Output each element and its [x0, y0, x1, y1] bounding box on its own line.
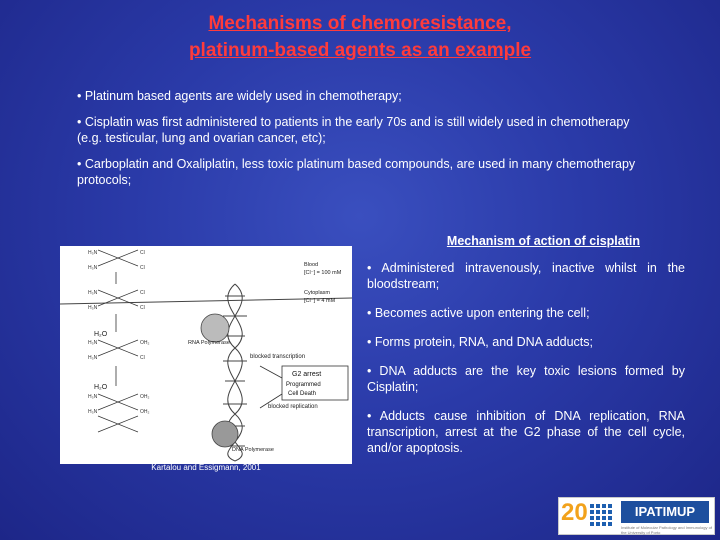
g2-arrest-label: G2 arrest [292, 371, 321, 378]
blocked-transcription-label: blocked transcription [250, 354, 305, 360]
intro-bullets: • Platinum based agents are widely used … [77, 88, 637, 198]
mechanism-point: • Administered intravenously, inactive w… [367, 261, 685, 291]
svg-text:OH₂: OH₂ [140, 409, 150, 415]
dna-pol-label: DNA Polymerase [232, 447, 274, 453]
svg-text:H₃N: H₃N [88, 394, 98, 400]
mechanism-point: • Becomes active upon entering the cell; [367, 306, 590, 320]
cytoplasm-label: Cytoplasm [304, 290, 330, 296]
cytoplasm-conc: [Cl⁻] = 4 mM [304, 298, 336, 304]
cell-membrane [60, 297, 352, 305]
cisplatin-mechanism-figure: H₃N Cl H₃N Cl H₃N Cl H₃N Cl H₃N OH₂ H₃N Cl H₃N… [60, 246, 352, 464]
mechanism-diagram: H₃N Cl H₃N Cl H₃N Cl H₃N Cl H₃N OH₂ H₃N Cl H₃N… [60, 249, 352, 462]
mechanism-title: Mechanism of action of cisplatin [446, 234, 640, 248]
logo-tagline: Institute of Molecular Pathology and Imm… [621, 525, 712, 535]
svg-text:H₃N: H₃N [88, 250, 98, 256]
g2-arrest-box [281, 365, 349, 401]
svg-text:Cl: Cl [140, 250, 145, 256]
programmed-label: Programmed [286, 382, 321, 388]
svg-text:H₃N: H₃N [88, 265, 98, 271]
h2o-label-2: H₂O [94, 384, 108, 391]
mechanism-point: • DNA adducts are the key toxic lesions … [367, 364, 685, 394]
rna-polymerase-blob [200, 313, 230, 343]
logo-number: 20 [561, 499, 588, 526]
svg-text:OH₂: OH₂ [140, 394, 150, 400]
svg-text:Cl: Cl [140, 355, 145, 361]
svg-text:H₃N: H₃N [88, 409, 98, 415]
intro-bullet: • Cisplatin was first administered to pa… [77, 115, 630, 145]
mechanism-points: • Administered intravenously, inactive w… [367, 260, 685, 469]
title-line-2: platinum-based agents as an example [188, 40, 532, 61]
intro-bullet: • Platinum based agents are widely used … [77, 89, 402, 103]
logo-brand: IPATIMUP [621, 501, 709, 523]
figure-credit: Kartalou and Essigmann, 2001 [151, 463, 261, 472]
blood-conc: [Cl⁻] = 100 mM [304, 270, 342, 276]
blocked-replication-label: blocked replication [268, 404, 318, 410]
svg-text:H₃N: H₃N [88, 340, 98, 346]
dna-polymerase-blob [211, 420, 239, 448]
svg-text:Cl: Cl [140, 290, 145, 296]
intro-bullet: • Carboplatin and Oxaliplatin, less toxi… [77, 157, 636, 187]
slide-title: Mechanisms of chemoresistance, platinum-… [0, 10, 720, 64]
svg-text:Cl: Cl [140, 265, 145, 271]
logo-dots-icon [589, 503, 617, 526]
h2o-label-1: H₂O [94, 331, 108, 338]
svg-text:OH₂: OH₂ [140, 340, 150, 346]
svg-text:H₃N: H₃N [88, 290, 98, 296]
title-line-1: Mechanisms of chemoresistance, [208, 13, 512, 34]
blood-label: Blood [304, 262, 318, 268]
cisplatin-structures [97, 249, 139, 433]
ipatimup-logo: 20 IPATIMUP Institute of Molecular Patho… [558, 497, 715, 535]
cell-death-label: Cell Death [288, 391, 316, 397]
rna-pol-label: RNA Polymerase [188, 340, 230, 346]
svg-text:Cl: Cl [140, 305, 145, 311]
svg-text:H₃N: H₃N [88, 355, 98, 361]
svg-text:H₃N: H₃N [88, 305, 98, 311]
svg-text:RNA Polymerase: RNA Polymerase [188, 340, 230, 346]
mechanism-point: • Adducts cause inhibition of DNA replic… [367, 409, 685, 455]
mechanism-point: • Forms protein, RNA, and DNA adducts; [367, 335, 593, 349]
